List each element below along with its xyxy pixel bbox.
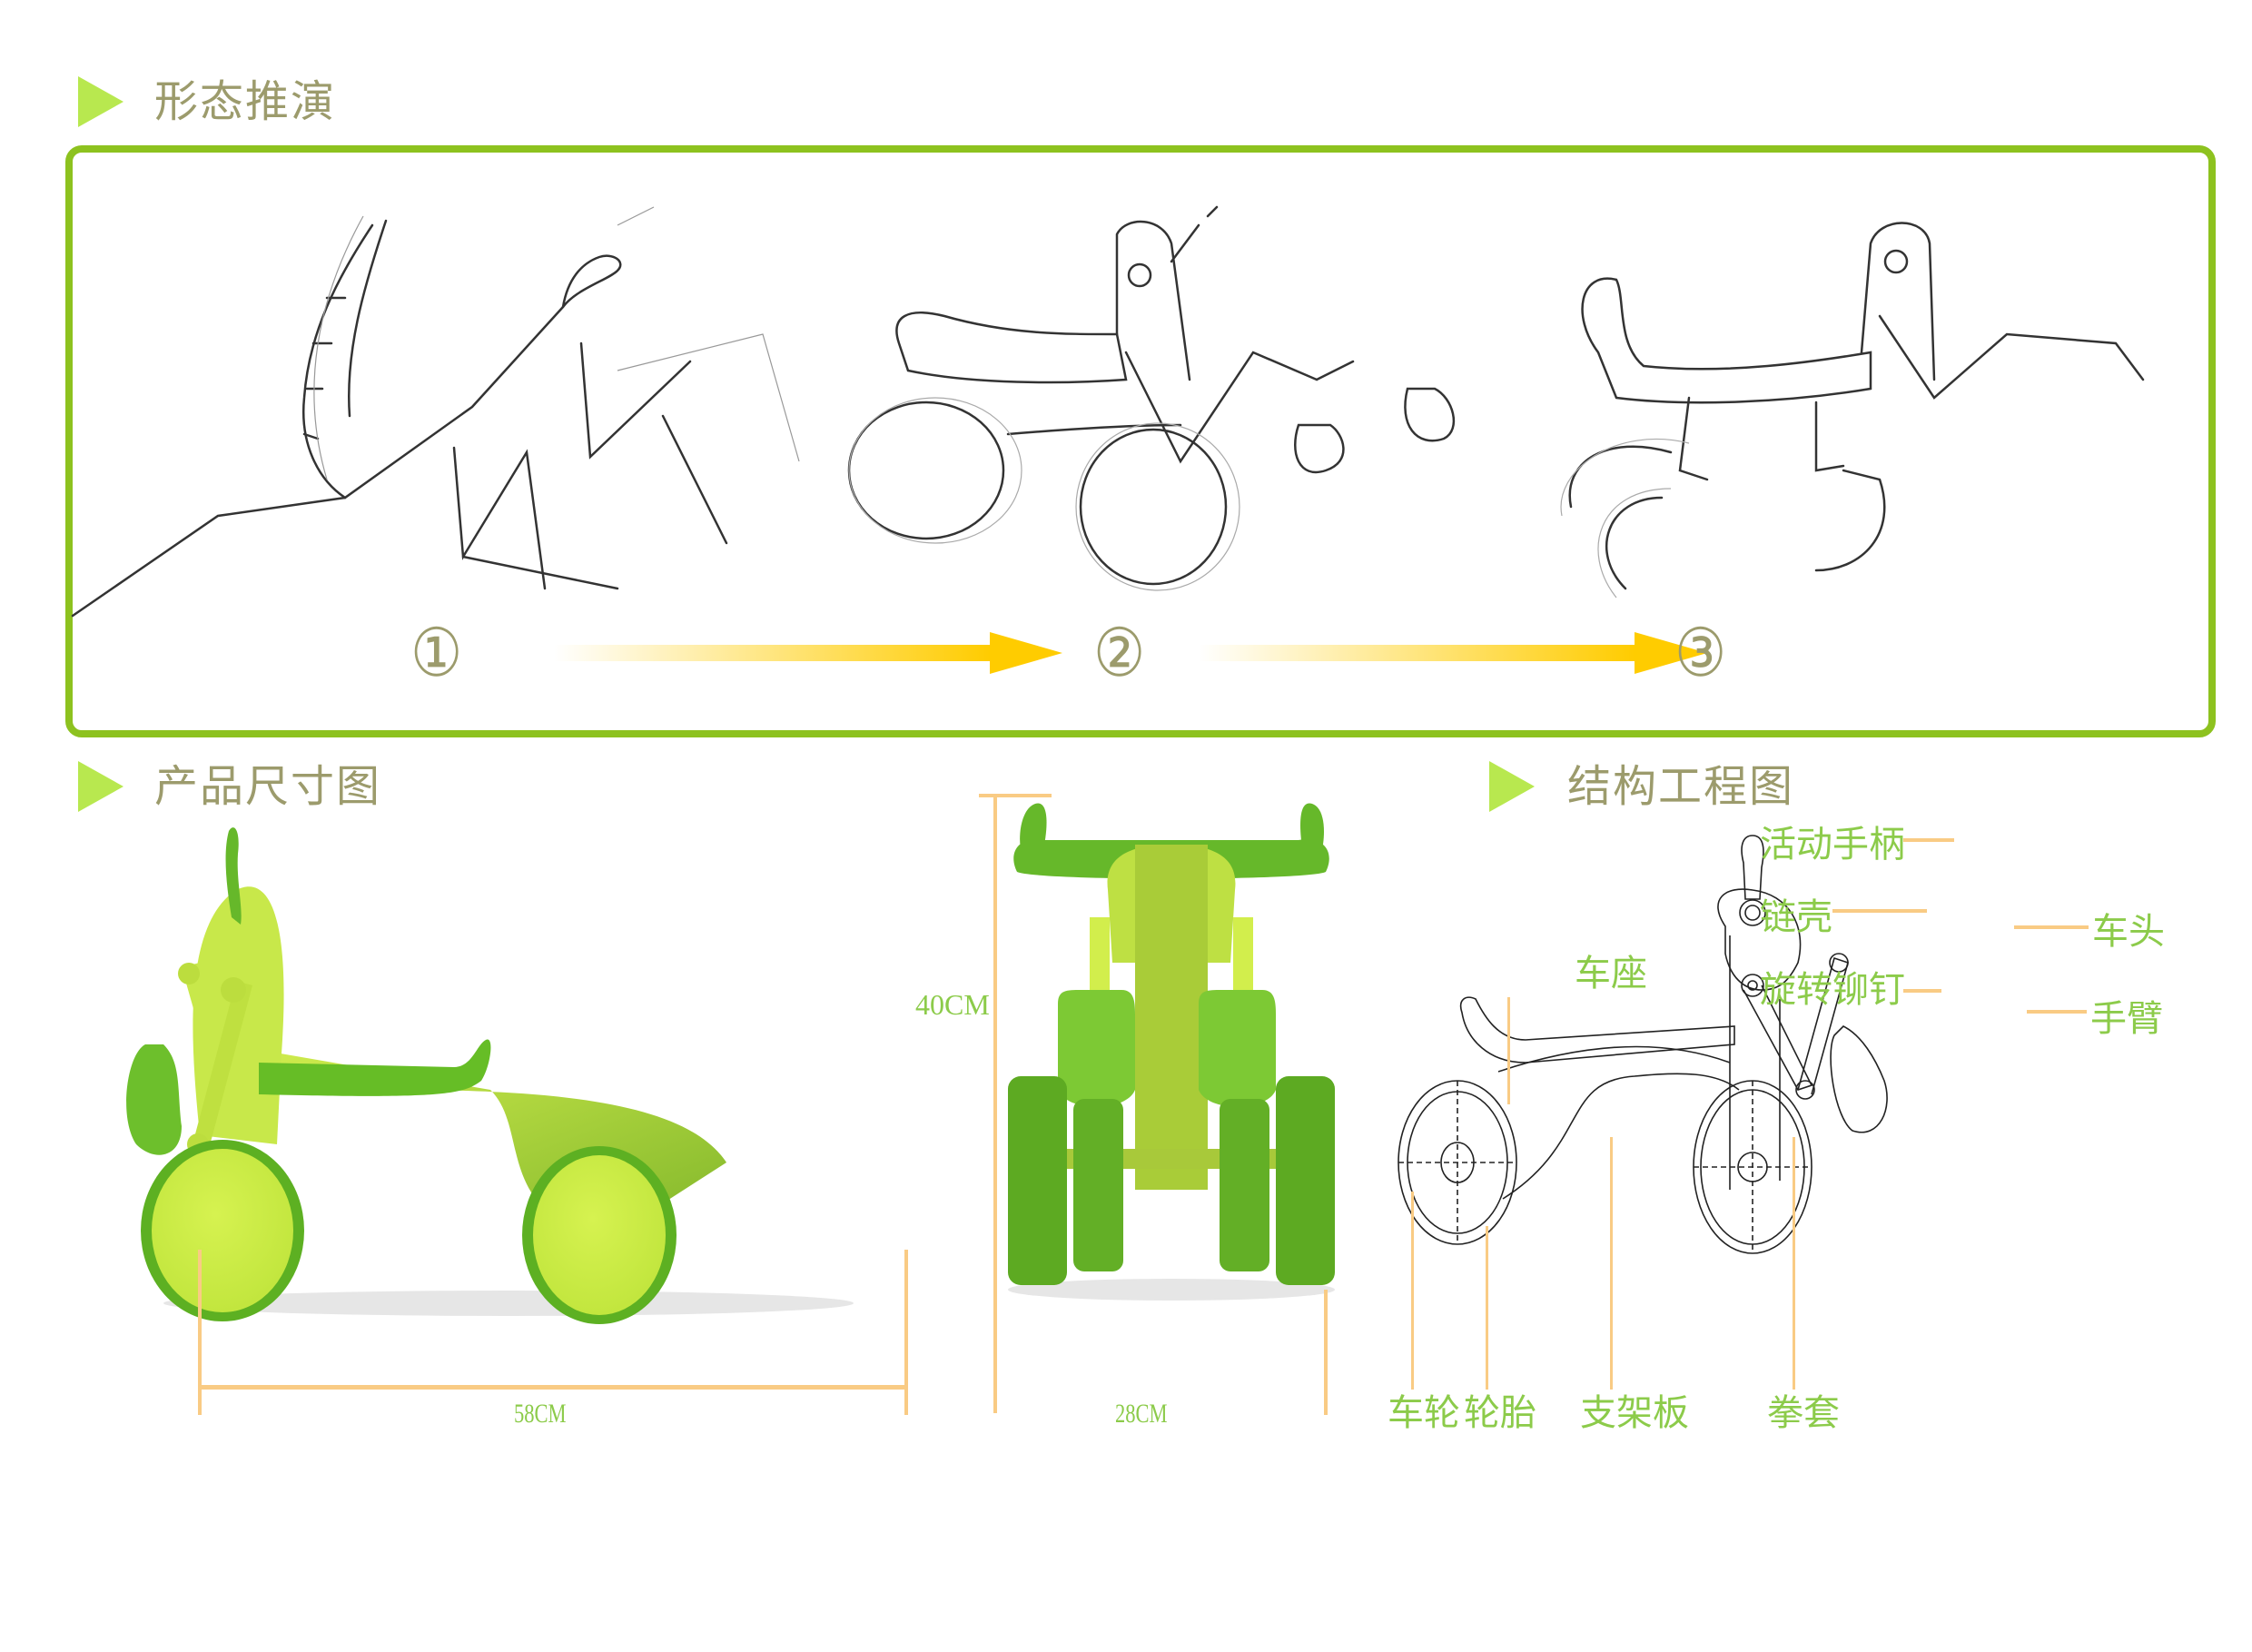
leader-line: [2027, 1010, 2087, 1014]
label-glove: 拳套: [1767, 1392, 1840, 1434]
leader-line: [1903, 989, 1941, 993]
length-dimension-line: [198, 1385, 908, 1390]
arrow-right-icon: [1199, 632, 1707, 674]
section-title-dimensions: 产品尺寸图: [154, 761, 382, 812]
label-chain-cover: 链壳: [1760, 896, 1832, 938]
label-rivet: 旋转铆钉: [1760, 969, 1905, 1011]
leader-line: [1486, 1226, 1488, 1390]
step-number-1: ①: [410, 615, 463, 693]
label-head: 车头: [2092, 911, 2165, 953]
leader-line: [1832, 909, 1927, 913]
leader-line: [1411, 1192, 1414, 1390]
label-wheel: 车轮: [1388, 1392, 1460, 1434]
height-dimension-label: 40CM: [915, 988, 990, 1021]
sketch-panel: ① ② ③: [65, 145, 2216, 737]
height-dimension-line: [993, 794, 997, 1413]
width-dimension-line: [1324, 1290, 1328, 1415]
label-frame: 支架板: [1580, 1392, 1689, 1434]
width-dimension-label: 28CM: [1115, 1399, 1168, 1429]
section-title-structure: 结构工程图: [1567, 761, 1795, 812]
concept-sketch-2: [847, 205, 1456, 591]
label-arm: 手臂: [2090, 998, 2163, 1040]
leader-line: [1610, 1137, 1613, 1390]
step-number-3: ③: [1674, 615, 1727, 693]
label-tire: 轮胎: [1464, 1392, 1536, 1434]
arrow-right-icon: [554, 632, 1062, 674]
leader-line: [1793, 1137, 1795, 1390]
concept-sketch-3: [1560, 222, 2145, 598]
engineering-drawing: [1398, 835, 1888, 1254]
section-marker-icon: [78, 76, 123, 127]
leader-line: [1507, 997, 1510, 1104]
label-seat: 车座: [1575, 953, 1647, 994]
product-side-view: [126, 827, 854, 1324]
mantis-sketch: [71, 206, 800, 618]
section-title-evolution: 形态推演: [154, 76, 337, 127]
length-dimension-label: 58CM: [514, 1399, 567, 1429]
section-marker-icon: [78, 761, 123, 812]
length-dimension-line: [904, 1250, 908, 1415]
length-dimension-line: [198, 1250, 202, 1415]
section-marker-icon: [1489, 761, 1535, 812]
leader-line: [1903, 838, 1954, 842]
step-number-2: ②: [1093, 615, 1146, 693]
product-front-view: [1008, 803, 1335, 1301]
label-handle: 活动手柄: [1760, 824, 1905, 866]
height-dimension-line: [979, 794, 1052, 797]
leader-line: [2014, 925, 2089, 929]
